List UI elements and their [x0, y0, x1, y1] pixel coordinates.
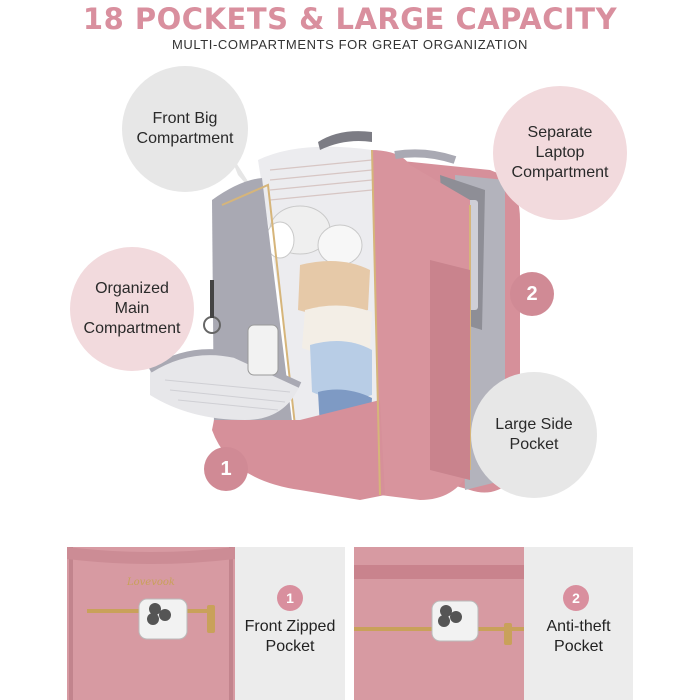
- page-title: 18 POCKETS & LARGE CAPACITY: [82, 2, 618, 36]
- panel-1-label: Front Zipped Pocket: [244, 618, 336, 655]
- panel-2-label: Anti-theft Pocket: [546, 618, 611, 655]
- callout-front-big-compartment: Front Big Compartment: [122, 66, 248, 192]
- callout-separate-laptop-compartment: Separate Laptop Compartment: [493, 86, 627, 220]
- panel-2-number: 2: [563, 585, 589, 611]
- front-zipped-pocket-panel: Lovevook 1 Front Zipped Pocket: [67, 547, 345, 700]
- page-subtitle: MULTI-COMPARTMENTS FOR GREAT ORGANIZATIO…: [171, 37, 529, 52]
- callout-organized-main-compartment: Organized Main Compartment: [70, 247, 194, 371]
- marker-1: 1: [204, 447, 248, 491]
- marker-2: 2: [510, 272, 554, 316]
- anti-theft-pocket-panel: 2 Anti-theft Pocket: [354, 547, 633, 700]
- front-pocket-photo: [67, 547, 235, 700]
- panel-1-number: 1: [277, 585, 303, 611]
- brand-logo: Lovevook: [127, 577, 175, 588]
- callout-large-side-pocket: Large Side Pocket: [471, 372, 597, 498]
- anti-theft-pocket-photo: [354, 547, 524, 700]
